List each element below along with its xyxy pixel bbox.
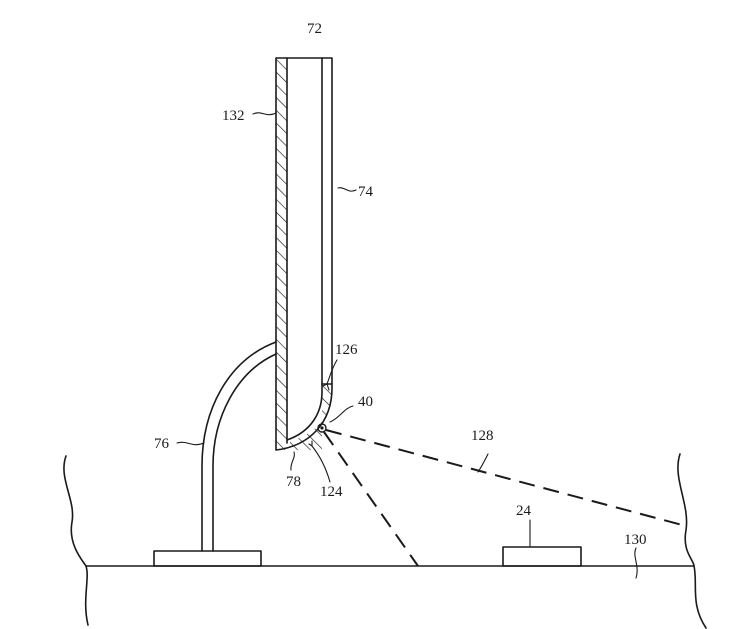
stand-arm <box>201 341 277 552</box>
label-132: 132 <box>222 108 245 124</box>
label-40: 40 <box>358 394 373 410</box>
stand-foot <box>153 550 262 567</box>
target-object <box>502 546 582 567</box>
label-74: 74 <box>358 184 374 200</box>
hatched-corner-region <box>290 382 332 450</box>
label-72: 72 <box>307 21 322 37</box>
label-130: 130 <box>624 532 647 548</box>
base-surface <box>63 453 707 629</box>
label-124: 124 <box>320 484 343 500</box>
leader-lines <box>176 112 638 579</box>
label-76: 76 <box>154 436 170 452</box>
label-24: 24 <box>516 503 532 519</box>
left-break-line <box>63 455 89 626</box>
right-break-line <box>677 453 707 629</box>
light-source <box>317 423 327 433</box>
emitted-light-rays <box>323 429 687 567</box>
label-128: 128 <box>471 428 494 444</box>
display-panel <box>275 57 333 451</box>
hatched-back-layer <box>276 58 287 450</box>
label-126: 126 <box>335 342 358 358</box>
label-78: 78 <box>286 474 301 490</box>
